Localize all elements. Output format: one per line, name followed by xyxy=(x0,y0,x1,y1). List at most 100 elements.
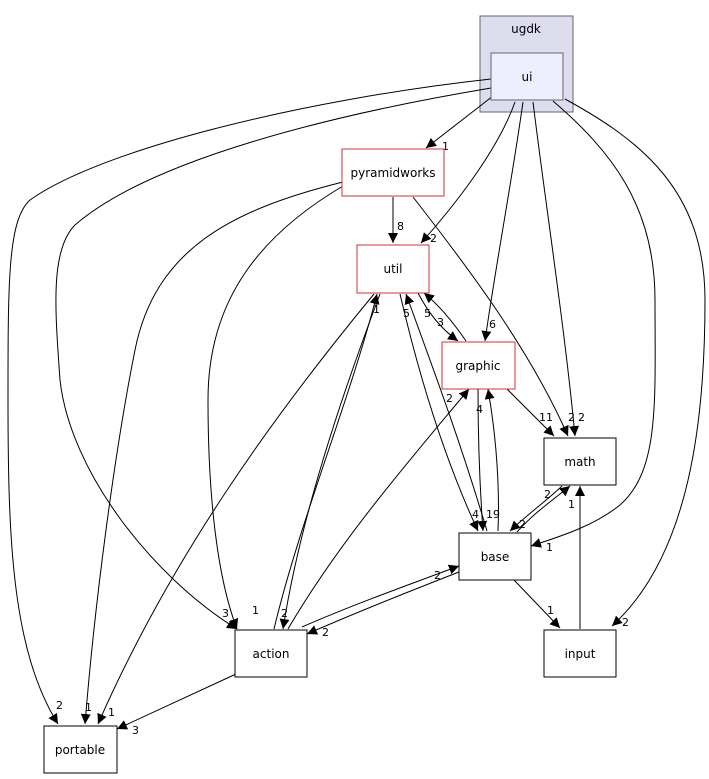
edge-label: 2 xyxy=(446,392,453,405)
edge-path xyxy=(509,485,563,532)
edge-label: 1 xyxy=(85,701,92,714)
edge-label: 2 xyxy=(322,626,329,639)
edge-base-input: 1 xyxy=(513,579,561,629)
edge-label: 6 xyxy=(489,318,496,331)
node-graphic-label: graphic xyxy=(455,359,500,373)
node-util-label: util xyxy=(384,262,403,276)
edge-path xyxy=(279,293,381,630)
edge-label: 2 xyxy=(281,607,288,620)
node-pyramidworks[interactable]: pyramidworks xyxy=(341,148,445,197)
edge-ui-base: 1 xyxy=(530,100,656,554)
edge-base-util: 5 xyxy=(403,293,488,532)
edge-ui-util: 2 xyxy=(420,101,516,245)
edge-label: 4 xyxy=(472,508,479,521)
edges: 1 2 6 2 1 2 3 xyxy=(7,78,706,737)
edge-pyramidworks-math: 2 xyxy=(412,196,575,437)
edge-path xyxy=(80,181,344,725)
edge-path xyxy=(423,292,467,342)
node-math-label: math xyxy=(564,455,595,469)
edge-path xyxy=(564,98,706,627)
edge-label: 1 xyxy=(373,303,380,316)
nodes: ui pyramidworks util graphic math base a… xyxy=(43,52,617,774)
edge-action-base: 2 xyxy=(301,564,460,628)
edge-path xyxy=(97,293,375,725)
edge-util-base: 4 xyxy=(399,293,479,532)
edge-path xyxy=(306,571,460,635)
edge-path xyxy=(287,388,470,630)
edge-label: 1 xyxy=(252,604,259,617)
node-action-box xyxy=(234,629,308,678)
node-util[interactable]: util xyxy=(356,244,430,294)
edge-label: 8 xyxy=(397,220,404,233)
node-portable-label: portable xyxy=(55,743,105,757)
edge-action-graphic: 2 xyxy=(287,388,470,630)
node-portable[interactable]: portable xyxy=(43,725,118,774)
edge-label: 3 xyxy=(437,316,444,329)
node-pyramidworks-box xyxy=(341,148,445,197)
edge-path xyxy=(484,388,499,532)
edge-ui-pyramidworks: 1 xyxy=(425,95,494,153)
edge-path xyxy=(116,673,237,730)
edge-label: 11 xyxy=(539,411,553,424)
node-ui[interactable]: ui xyxy=(490,52,564,101)
edge-path xyxy=(530,100,656,548)
node-input[interactable]: input xyxy=(543,629,617,678)
edge-ui-graphic: 6 xyxy=(481,101,524,342)
edge-label: 2 xyxy=(519,518,526,531)
node-base-box xyxy=(458,532,532,581)
edge-path xyxy=(477,388,488,532)
edge-util-portable: 1 xyxy=(97,293,375,725)
edge-path xyxy=(425,95,494,149)
edge-ui-math: 2 xyxy=(532,101,585,437)
node-util-box xyxy=(356,244,430,294)
edge-label: 2 xyxy=(578,411,585,424)
edge-path xyxy=(417,292,459,342)
node-action-label: action xyxy=(253,647,290,661)
node-base-label: base xyxy=(481,550,510,564)
edge-label: 3 xyxy=(222,607,229,620)
edge-base-math: 2 xyxy=(516,485,571,533)
node-input-box xyxy=(543,629,617,678)
edge-ui-action: 3 xyxy=(55,87,492,630)
edge-label: 3 xyxy=(132,724,139,737)
edge-path xyxy=(481,101,524,342)
node-graphic-box xyxy=(441,341,516,390)
edge-base-graphic: 19 xyxy=(484,388,500,532)
edge-util-graphic: 3 xyxy=(417,292,459,342)
edge-input-math: 1 xyxy=(568,486,585,629)
edge-graphic-util: 5 xyxy=(423,292,467,342)
edge-pyramidworks-action: 1 xyxy=(207,185,344,630)
edge-ui-portable: 2 xyxy=(7,78,492,725)
edge-path xyxy=(513,579,561,629)
edge-label: 1 xyxy=(442,140,449,153)
edge-label: 1 xyxy=(568,498,575,511)
edge-path xyxy=(301,564,460,628)
edge-path xyxy=(273,293,380,630)
edge-graphic-math: 11 xyxy=(505,387,555,437)
edge-label: 1 xyxy=(546,541,553,554)
edge-label: 2 xyxy=(434,569,441,582)
edge-action-portable: 3 xyxy=(116,673,237,737)
edge-label: 19 xyxy=(486,508,500,521)
edge-path xyxy=(207,185,344,630)
node-base[interactable]: base xyxy=(458,532,532,581)
edge-path xyxy=(404,293,488,532)
node-math[interactable]: math xyxy=(543,437,617,486)
edge-label: 2 xyxy=(568,411,575,424)
node-graphic[interactable]: graphic xyxy=(441,341,516,390)
edge-base-action: 2 xyxy=(306,571,460,639)
edge-ui-input: 2 xyxy=(564,98,706,629)
node-ui-label: ui xyxy=(522,70,533,84)
edge-util-action: 2 xyxy=(279,293,381,630)
edge-label: 2 xyxy=(56,699,63,712)
edge-label: 2 xyxy=(430,232,437,245)
node-ui-box xyxy=(490,52,564,101)
edge-label: 5 xyxy=(424,307,431,320)
edge-label: 4 xyxy=(476,403,483,416)
edge-label: 2 xyxy=(622,616,629,629)
edge-path xyxy=(516,485,571,533)
node-action[interactable]: action xyxy=(234,629,308,678)
edge-path xyxy=(505,387,555,437)
edge-pyramidworks-util: 8 xyxy=(388,197,404,243)
edge-path xyxy=(7,78,492,725)
